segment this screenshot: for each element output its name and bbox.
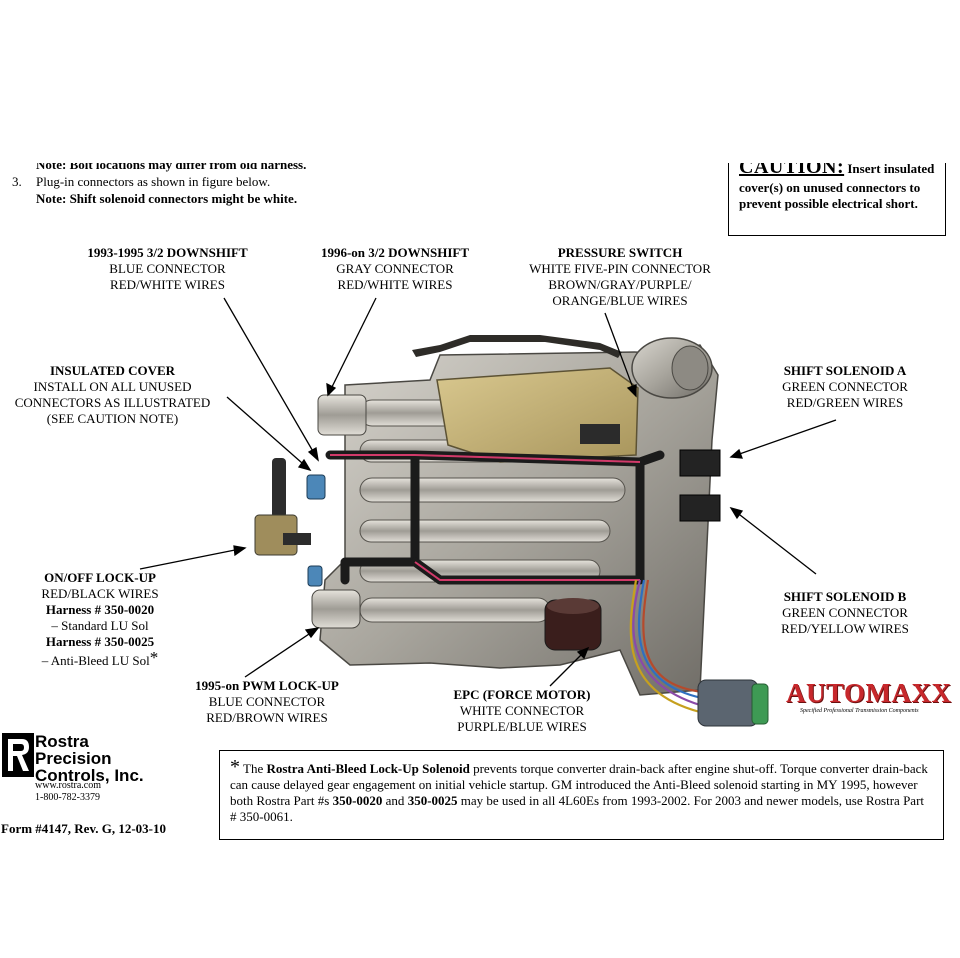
label-line-anti-bleed: – Anti-Bleed LU Sol* — [20, 648, 180, 669]
label-line: CONNECTORS AS ILLUSTRATED — [14, 395, 211, 410]
caution-heading: CAUTION: — [739, 163, 845, 178]
automaxx-tagline: Specified Professional Transmission Comp… — [800, 708, 919, 714]
label-line: BROWN/GRAY/PURPLE/ — [548, 277, 692, 292]
shift-solenoid-b-connector — [679, 494, 721, 522]
label-line: RED/GREEN WIRES — [786, 395, 904, 410]
pressure-switch-connector — [580, 424, 620, 444]
leader-arrows — [139, 297, 837, 687]
caution-line1-rest: Insert insulated — [847, 163, 935, 176]
harness-wires — [629, 579, 705, 714]
caution-line-1: CAUTION: Insert insulated — [739, 163, 934, 177]
label-title: SHIFT SOLENOID A — [783, 363, 907, 378]
label-line: RED/BLACK WIRES — [41, 586, 159, 601]
company-name: Rostra Precision Controls, Inc. — [35, 733, 144, 784]
lockup-solenoid — [254, 458, 311, 556]
harness-number-standard: Harness # 350-0020 — [45, 602, 155, 617]
automaxx-wordmark: AUTOMAXX — [786, 678, 952, 708]
form-number: Form #4147, Rev. G, 12-03-10 — [1, 821, 167, 836]
footnote-star: * — [149, 648, 159, 667]
label-epc-force-motor: EPC (FORCE MOTOR) WHITE CONNECTOR PURPLE… — [442, 687, 602, 735]
label-line: RED/WHITE WIRES — [337, 277, 453, 292]
shift-solenoid-a-connector — [679, 449, 721, 477]
top-bracket — [412, 335, 622, 358]
label-title: INSULATED COVER — [49, 363, 176, 378]
step-text: Plug-in connectors as shown in figure be… — [36, 174, 271, 189]
label-line: RED/BROWN WIRES — [206, 710, 328, 725]
footnote-text: may be used in all 4L60Es from 1993-2002… — [230, 793, 925, 824]
label-line: RED/WHITE WIRES — [110, 277, 225, 292]
rostra-logo: Rostra Precision Controls, Inc. www.rost… — [0, 731, 160, 803]
company-name-line: Controls, Inc. — [35, 766, 144, 785]
harness-plug — [697, 679, 769, 727]
footnote-product-name: Rostra Anti-Bleed Lock-Up Solenoid — [266, 761, 470, 776]
company-name-line: Rostra — [35, 732, 89, 751]
label-line: GREEN CONNECTOR — [782, 605, 908, 620]
label-title: SHIFT SOLENOID B — [783, 589, 907, 604]
pressure-switch-plate — [436, 367, 639, 463]
label-line: – Standard LU Sol — [51, 618, 149, 633]
label-title: PRESSURE SWITCH — [557, 245, 683, 260]
label-line: INSTALL ON ALL UNUSED — [33, 379, 192, 394]
company-website: www.rostra.com — [35, 780, 102, 791]
company-phone: 1-800-782-3379 — [35, 792, 100, 803]
label-downshift-1996-on: 1996-on 3/2 DOWNSHIFT GRAY CONNECTOR RED… — [305, 245, 485, 293]
note-bolt-locations: Note: Bolt locations may differ from old… — [36, 163, 307, 172]
label-line: RED/YELLOW WIRES — [781, 621, 909, 636]
rostra-r-icon — [2, 733, 34, 777]
label-shift-solenoid-b: SHIFT SOLENOID B GREEN CONNECTOR RED/YEL… — [770, 589, 920, 637]
label-title: ON/OFF LOCK-UP — [44, 570, 156, 585]
footnote-box: * The Rostra Anti-Bleed Lock-Up Solenoid… — [219, 750, 944, 840]
label-line: ORANGE/BLUE WIRES — [552, 293, 688, 308]
label-shift-solenoid-a: SHIFT SOLENOID A GREEN CONNECTOR RED/GRE… — [770, 363, 920, 411]
label-line: WHITE FIVE-PIN CONNECTOR — [529, 261, 711, 276]
label-on-off-lockup: ON/OFF LOCK-UP RED/BLACK WIRES Harness #… — [20, 570, 180, 669]
pwm-lockup-solenoid — [311, 589, 361, 629]
footnote-part-number: 350-0025 — [407, 793, 458, 808]
insulated-cover — [306, 474, 326, 500]
caution-line-3: prevent possible electrical short. — [739, 196, 918, 211]
caution-box: CAUTION: Insert insulated cover(s) on un… — [728, 163, 946, 236]
label-line: GRAY CONNECTOR — [336, 261, 454, 276]
instruction-notes: Note: Bolt locations may differ from old… — [12, 163, 432, 215]
company-name-line: Precision — [35, 749, 112, 768]
pwm-blue-connector — [307, 565, 323, 587]
footnote-text: prevents torque converter drain-back aft… — [230, 761, 928, 808]
label-pressure-switch: PRESSURE SWITCH WHITE FIVE-PIN CONNECTOR… — [520, 245, 720, 309]
label-line: BLUE CONNECTOR — [109, 261, 226, 276]
footnote-text: The — [240, 761, 267, 776]
label-downshift-1993-1995: 1993-1995 3/2 DOWNSHIFT BLUE CONNECTOR R… — [80, 245, 255, 293]
label-line: (SEE CAUTION NOTE) — [46, 411, 179, 426]
caution-line-2: cover(s) on unused connectors to — [739, 180, 921, 195]
label-line: PURPLE/BLUE WIRES — [457, 719, 587, 734]
label-title: 1993-1995 3/2 DOWNSHIFT — [87, 245, 248, 260]
downshift-solenoid — [317, 394, 367, 436]
label-insulated-cover: INSULATED COVER INSTALL ON ALL UNUSED CO… — [5, 363, 220, 427]
footnote-text: and — [382, 793, 408, 808]
instruction-step-3: 3. Plug-in connectors as shown in figure … — [12, 173, 432, 190]
note-shift-solenoid: Note: Shift solenoid connectors might be… — [36, 191, 298, 206]
label-line: – Anti-Bleed LU Sol — [41, 653, 150, 668]
label-title: 1995-on PWM LOCK-UP — [195, 678, 339, 693]
label-line: BLUE CONNECTOR — [208, 694, 326, 709]
step-number: 3. — [12, 174, 22, 189]
automaxx-logo: AUTOMAXX Specified Professional Transmis… — [786, 678, 951, 718]
footnote-part-number: 350-0020 — [332, 793, 383, 808]
footnote-star: * — [230, 756, 240, 778]
label-title: 1996-on 3/2 DOWNSHIFT — [320, 245, 470, 260]
label-title: EPC (FORCE MOTOR) — [453, 687, 591, 702]
label-pwm-lockup: 1995-on PWM LOCK-UP BLUE CONNECTOR RED/B… — [182, 678, 352, 726]
harness-number-anti-bleed: Harness # 350-0025 — [45, 634, 155, 649]
label-line: GREEN CONNECTOR — [782, 379, 908, 394]
label-line: WHITE CONNECTOR — [459, 703, 585, 718]
